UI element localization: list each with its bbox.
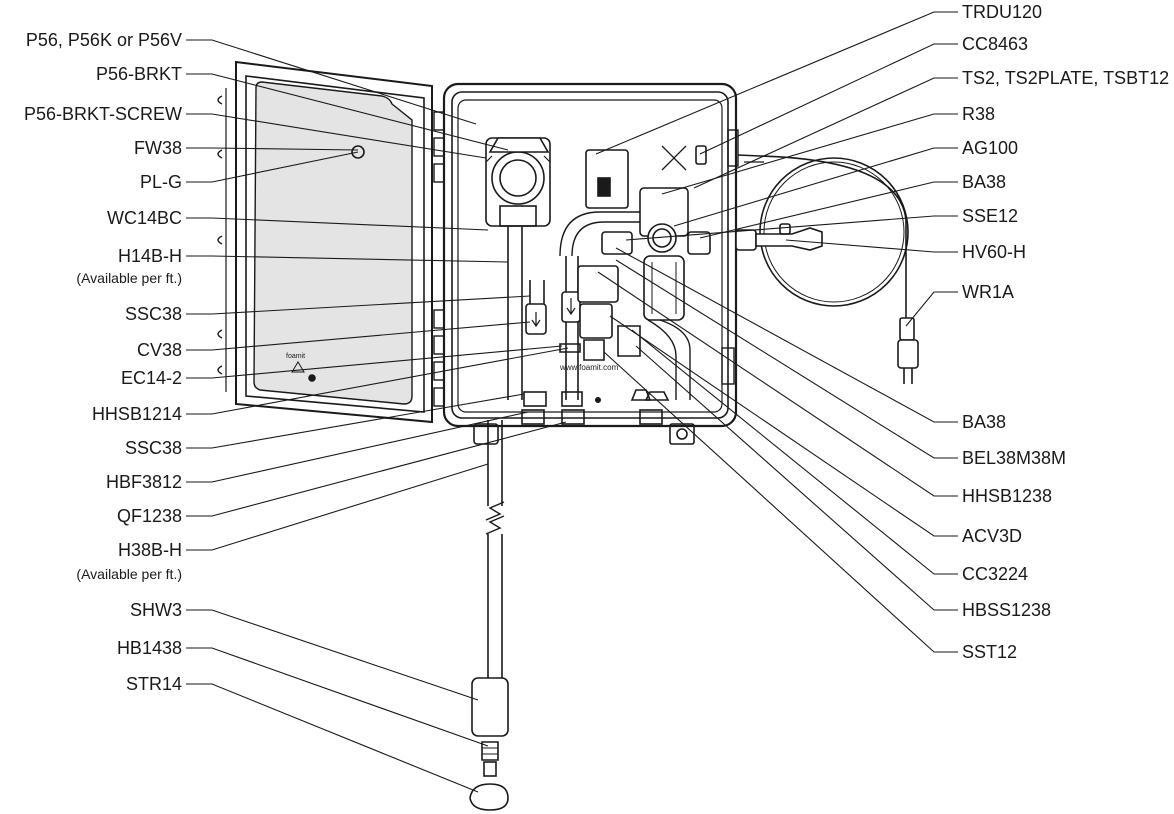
strainer-assembly (469, 677, 509, 811)
label-ts2: TS2, TS2PLATE, TSBT12 (962, 68, 1170, 88)
label-h14b-h: H14B-H (117, 246, 182, 266)
switch-area (585, 145, 707, 209)
note-h38b-h: (Available per ft.) (76, 566, 182, 582)
label-p56-brkt-screw: P56-BRKT-SCREW (23, 104, 182, 124)
power-cord (737, 154, 919, 384)
leader-lines (186, 39, 569, 793)
label-ba38-a: BA38 (962, 172, 1007, 192)
label-sst12: SST12 (962, 642, 1018, 662)
label-r38: R38 (962, 104, 996, 124)
cabinet-brand-text: www.foamit.com (559, 363, 619, 372)
internal-tubing (559, 211, 691, 400)
label-p56: P56, P56K or P56V (25, 30, 182, 50)
leader-lines-right (595, 11, 958, 653)
pump (485, 137, 551, 227)
label-ec14-2: EC14-2 (120, 368, 182, 388)
label-wc14bc: WC14BC (106, 208, 182, 228)
label-wr1a: WR1A (962, 282, 1015, 302)
label-shw3: SHW3 (129, 600, 182, 620)
label-ag100: AG100 (962, 138, 1019, 158)
note-h14b-h: (Available per ft.) (76, 270, 182, 286)
label-p56-brkt: P56-BRKT (95, 64, 182, 84)
label-h38b-h: H38B-H (117, 540, 182, 560)
filter-regulator (601, 187, 711, 321)
label-ba38-b: BA38 (962, 412, 1007, 432)
cabinet (442, 82, 739, 428)
door: foamit (217, 60, 433, 424)
suction-hose (473, 226, 523, 678)
label-ssc38-a: SSC38 (124, 304, 182, 324)
label-ssc38-b: SSC38 (124, 438, 182, 458)
label-hv60-h: HV60-H (962, 242, 1027, 262)
label-sse12: SSE12 (962, 206, 1019, 226)
door-grommet (351, 145, 365, 159)
check-valves (523, 256, 583, 407)
label-hbf3812: HBF3812 (105, 472, 182, 492)
label-hbss1238: HBSS1238 (962, 600, 1052, 620)
label-pl-g: PL-G (139, 172, 182, 192)
label-hhsb1214: HHSB1214 (91, 404, 182, 424)
label-cc3224: CC3224 (962, 564, 1029, 584)
air-hose (735, 157, 909, 307)
label-hb1438: HB1438 (116, 638, 182, 658)
label-hhsb1238: HHSB1238 (962, 486, 1053, 506)
door-brand-text: foamit (286, 353, 305, 360)
label-cc8463: CC8463 (962, 34, 1029, 54)
label-cv38: CV38 (136, 340, 182, 360)
label-acv3d: ACV3D (962, 526, 1023, 546)
label-str14: STR14 (125, 674, 182, 694)
hinges (433, 111, 445, 407)
label-qf1238: QF1238 (116, 506, 182, 526)
label-bel38m38m: BEL38M38M (962, 448, 1067, 468)
label-fw38: FW38 (133, 138, 182, 158)
label-trdu120: TRDU120 (962, 2, 1043, 22)
